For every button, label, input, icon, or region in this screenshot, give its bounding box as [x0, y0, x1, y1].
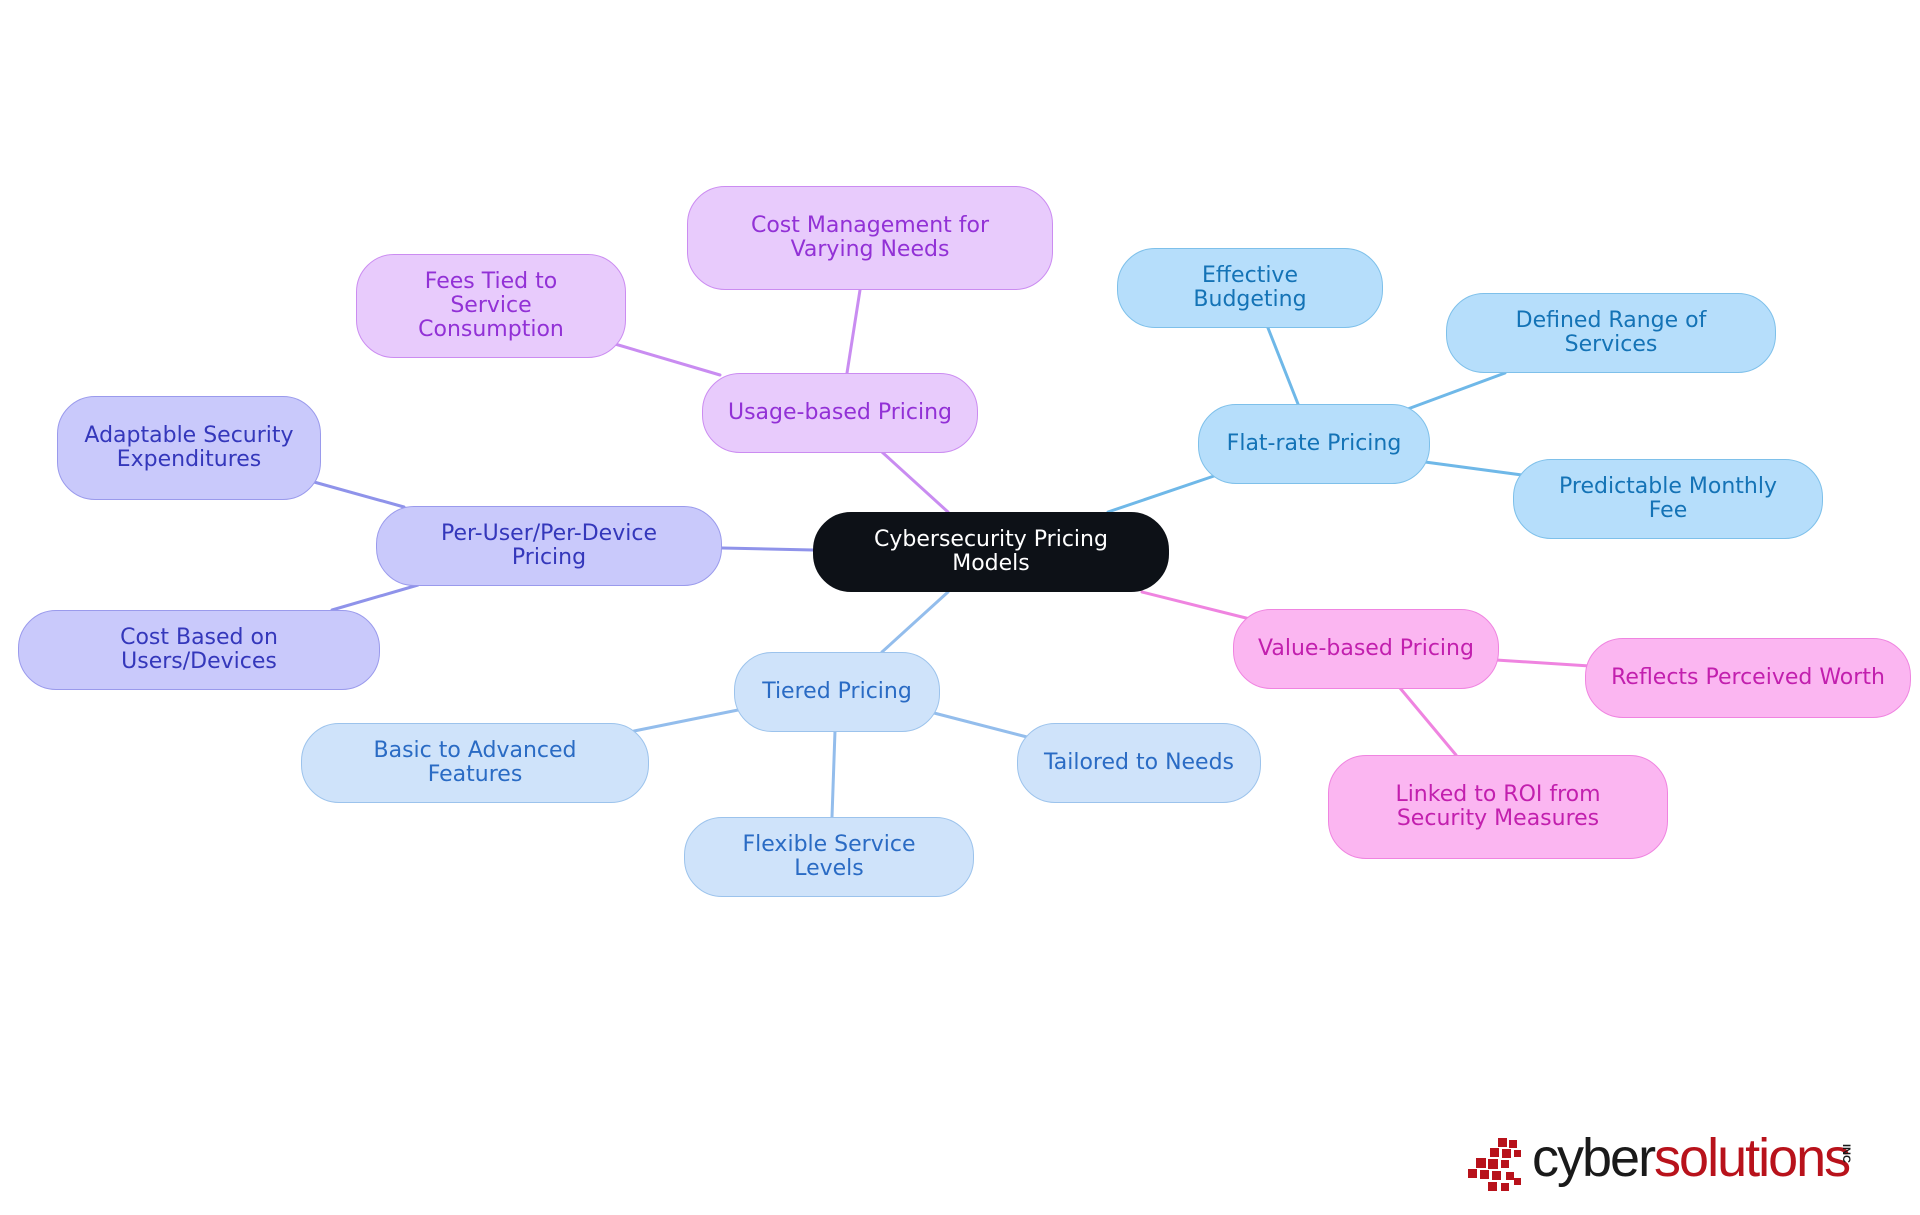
node-peruser[interactable]: Per-User/Per-Device Pricing [376, 506, 722, 586]
node-label: Per-User/Per-Device Pricing [441, 521, 657, 570]
edge-tiered-flex [830, 729, 837, 819]
edge-tiered-basic [632, 708, 740, 733]
node-label: Cost Based on Users/Devices [120, 625, 278, 674]
node-root[interactable]: Cybersecurity Pricing Models [813, 512, 1169, 592]
cybersolutions-logo: cybersolutions INC [1468, 1122, 1878, 1192]
node-tiered-tailored[interactable]: Tailored to Needs [1017, 723, 1261, 803]
logo-wordmark: cybersolutions [1532, 1128, 1851, 1188]
edge-root-value [1140, 590, 1256, 622]
edge-usage-fees [613, 342, 722, 377]
node-label: Tailored to Needs [1043, 750, 1235, 775]
node-label: Cybersecurity Pricing Models [874, 527, 1108, 576]
node-tiered[interactable]: Tiered Pricing [734, 652, 940, 732]
node-flat-budget[interactable]: Effective Budgeting [1117, 248, 1383, 328]
node-label: Flat-rate Pricing [1226, 431, 1402, 456]
node-label: Flexible Service Levels [742, 832, 916, 881]
node-label: Tiered Pricing [762, 679, 912, 704]
edge-flat-range [1403, 371, 1507, 412]
edge-value-worth [1494, 658, 1592, 668]
node-flat-range[interactable]: Defined Range of Services [1446, 293, 1776, 373]
node-label: Usage-based Pricing [727, 400, 953, 425]
node-label: Value-based Pricing [1258, 636, 1474, 661]
node-label: Adaptable Security Expenditures [84, 423, 294, 472]
edge-root-usage [880, 450, 950, 514]
edge-usage-cost [845, 288, 862, 375]
logo-word-solutions: solutions [1654, 1128, 1851, 1188]
edge-value-roi [1398, 686, 1458, 757]
node-tiered-basic[interactable]: Basic to Advanced Features [301, 723, 649, 803]
node-label: Effective Budgeting [1193, 263, 1307, 312]
node-label: Predictable Monthly Fee [1559, 474, 1777, 523]
node-usage-cost[interactable]: Cost Management for Varying Needs [687, 186, 1053, 290]
node-peruser-adapt[interactable]: Adaptable Security Expenditures [57, 396, 321, 500]
node-label: Reflects Perceived Worth [1611, 665, 1885, 690]
logo-mark-icon [1468, 1138, 1521, 1191]
logo-word-cyber: cyber [1532, 1128, 1656, 1188]
node-value[interactable]: Value-based Pricing [1233, 609, 1499, 689]
node-label: Basic to Advanced Features [373, 738, 577, 787]
edge-tiered-tailored [932, 711, 1029, 739]
node-value-worth[interactable]: Reflects Perceived Worth [1585, 638, 1911, 718]
node-usage[interactable]: Usage-based Pricing [702, 373, 978, 453]
node-flat-fee[interactable]: Predictable Monthly Fee [1513, 459, 1823, 539]
node-label: Linked to ROI from Security Measures [1395, 782, 1601, 831]
node-value-roi[interactable]: Linked to ROI from Security Measures [1328, 755, 1668, 859]
edge-peruser-adapt [312, 480, 406, 509]
edge-flat-budget [1266, 326, 1300, 406]
node-label: Defined Range of Services [1515, 308, 1707, 357]
edge-peruser-cost [330, 583, 420, 612]
logo-suffix: INC [1840, 1144, 1852, 1163]
edge-root-flat [1106, 474, 1216, 514]
node-label: Fees Tied to Service Consumption [418, 269, 564, 342]
node-peruser-cost[interactable]: Cost Based on Users/Devices [18, 610, 380, 690]
edge-root-peruser [720, 546, 815, 552]
node-flat[interactable]: Flat-rate Pricing [1198, 404, 1430, 484]
node-tiered-flex[interactable]: Flexible Service Levels [684, 817, 974, 897]
node-usage-fees[interactable]: Fees Tied to Service Consumption [356, 254, 626, 358]
edge-root-tiered [880, 590, 950, 654]
node-label: Cost Management for Varying Needs [750, 213, 990, 262]
edge-flat-fee [1423, 460, 1524, 477]
